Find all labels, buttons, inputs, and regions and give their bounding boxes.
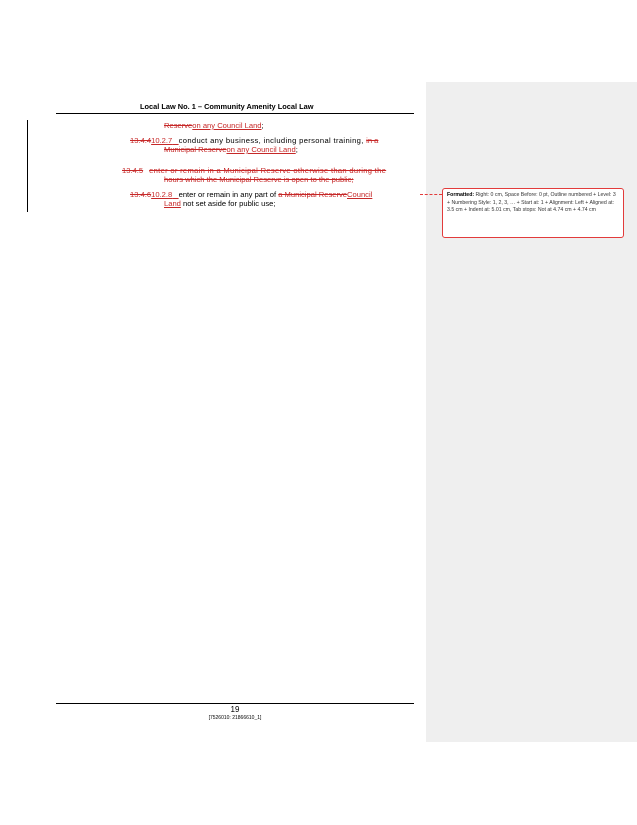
clause-3-num-inserted: 10.2.8 [151, 190, 173, 199]
clause-3-num-deleted: 13.4.6 [130, 190, 152, 199]
formatting-comment-balloon[interactable]: Formatted: Right: 0 cm, Space Before: 0 … [442, 188, 624, 238]
clause-3-inserted-1: Council [347, 190, 373, 199]
comment-label: Formatted: [447, 192, 475, 198]
clause-3-text: enter or remain in any part of [178, 190, 279, 199]
deleted-text: Reserve [164, 121, 193, 130]
clause-3-deleted: a Municipal Reserve [278, 190, 348, 199]
clause-1-text: conduct any business, including personal… [178, 136, 367, 145]
header-rule [56, 113, 414, 114]
clause-2-text-2: hours which the Municipal Reserve is ope… [164, 175, 354, 184]
clause-1-line-1: 13.4.410.2.7 conduct any business, inclu… [130, 136, 378, 145]
inserted-text: on any Council Land [192, 121, 262, 130]
clause-1-num-deleted: 13.4.4 [130, 136, 152, 145]
markup-pane [426, 82, 637, 742]
clause-1-inserted: on any Council Land [226, 145, 296, 154]
carry-line: Reserveon any Council Land; [164, 121, 264, 130]
page-header-title: Local Law No. 1 – Community Amenity Loca… [140, 102, 314, 111]
clause-2-line-1: 13.4.5 enter or remain in a Municipal Res… [122, 166, 386, 175]
clause-1-deleted-1: in a [366, 136, 379, 145]
clause-3-line-1: 13.4.610.2.8 enter or remain in any part… [130, 190, 372, 199]
comment-connector [420, 194, 442, 195]
clause-3-line-2: Land not set aside for public use; [164, 199, 275, 208]
clause-2-num-deleted: 13.4.5 [122, 166, 144, 175]
change-bar [27, 120, 28, 212]
document-reference: [7526010: 21866610_1] [208, 715, 262, 721]
comment-text: Right: 0 cm, Space Before: 0 pt, Outline… [447, 192, 616, 214]
clause-3-inserted-2: Land [164, 199, 181, 208]
footer-rule [56, 703, 414, 704]
clause-1-line-2: Municipal Reserveon any Council Land; [164, 145, 298, 154]
clause-1-end: ; [295, 145, 298, 154]
clause-2-line-2: hours which the Municipal Reserve is ope… [164, 175, 354, 184]
clause-2-text-1: enter or remain in a Municipal Reserve o… [149, 166, 387, 175]
clause-3-tail: not set aside for public use; [180, 199, 276, 208]
carry-line-tail: ; [261, 121, 264, 130]
clause-1-deleted-2: Municipal Reserve [164, 145, 227, 154]
page-number: 19 [230, 705, 240, 714]
clause-1-num-inserted: 10.2.7 [151, 136, 173, 145]
